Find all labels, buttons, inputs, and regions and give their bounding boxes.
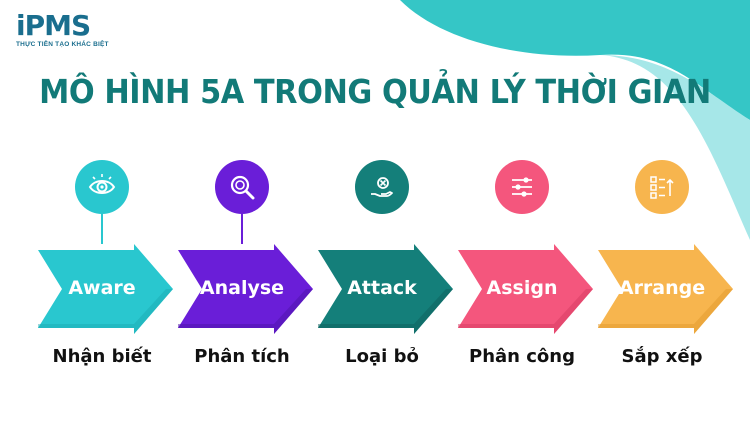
step-arrange: Arrange Sắp xếp — [598, 160, 748, 370]
page-title: MÔ HÌNH 5A TRONG QUẢN LÝ THỜI GIAN — [39, 72, 711, 111]
step-label: Aware — [68, 277, 136, 299]
magnifier-icon — [215, 160, 269, 214]
step-caption: Phân tích — [194, 346, 290, 367]
step-label: Attack — [347, 277, 417, 299]
connector-line — [241, 214, 243, 244]
step-label: Analyse — [199, 277, 285, 299]
arrow-shape — [598, 244, 733, 334]
step-caption: Phân công — [469, 346, 575, 367]
logo-tagline: THỰC TIỄN TẠO KHÁC BIỆT — [16, 41, 109, 48]
step-caption: Sắp xếp — [621, 346, 703, 367]
sliders-icon — [495, 160, 549, 214]
step-label: Assign — [486, 277, 558, 299]
step-attack: Attack Loại bỏ — [318, 160, 468, 370]
arrow-shape — [178, 244, 313, 334]
step-caption: Loại bỏ — [345, 346, 419, 367]
connector-line — [521, 214, 523, 244]
step-aware: Aware Nhận biết — [38, 160, 188, 370]
arrow-shape — [38, 244, 173, 334]
hand-remove-icon — [355, 160, 409, 214]
eye-icon — [75, 160, 129, 214]
step-label: Arrange — [618, 277, 706, 299]
logo-mark: iPMS — [16, 9, 91, 42]
checklist-sort-icon — [635, 160, 689, 214]
arrow-shape — [318, 244, 453, 334]
connector-line — [381, 214, 383, 244]
connector-line — [101, 214, 103, 244]
arrow-shape — [458, 244, 593, 334]
step-caption: Nhận biết — [52, 346, 152, 367]
logo: iPMS THỰC TIỄN TẠO KHÁC BIỆT — [16, 9, 109, 49]
connector-line — [661, 214, 663, 244]
step-analyse: Analyse Phân tích — [178, 160, 328, 370]
step-assign: Assign Phân công — [458, 160, 608, 370]
